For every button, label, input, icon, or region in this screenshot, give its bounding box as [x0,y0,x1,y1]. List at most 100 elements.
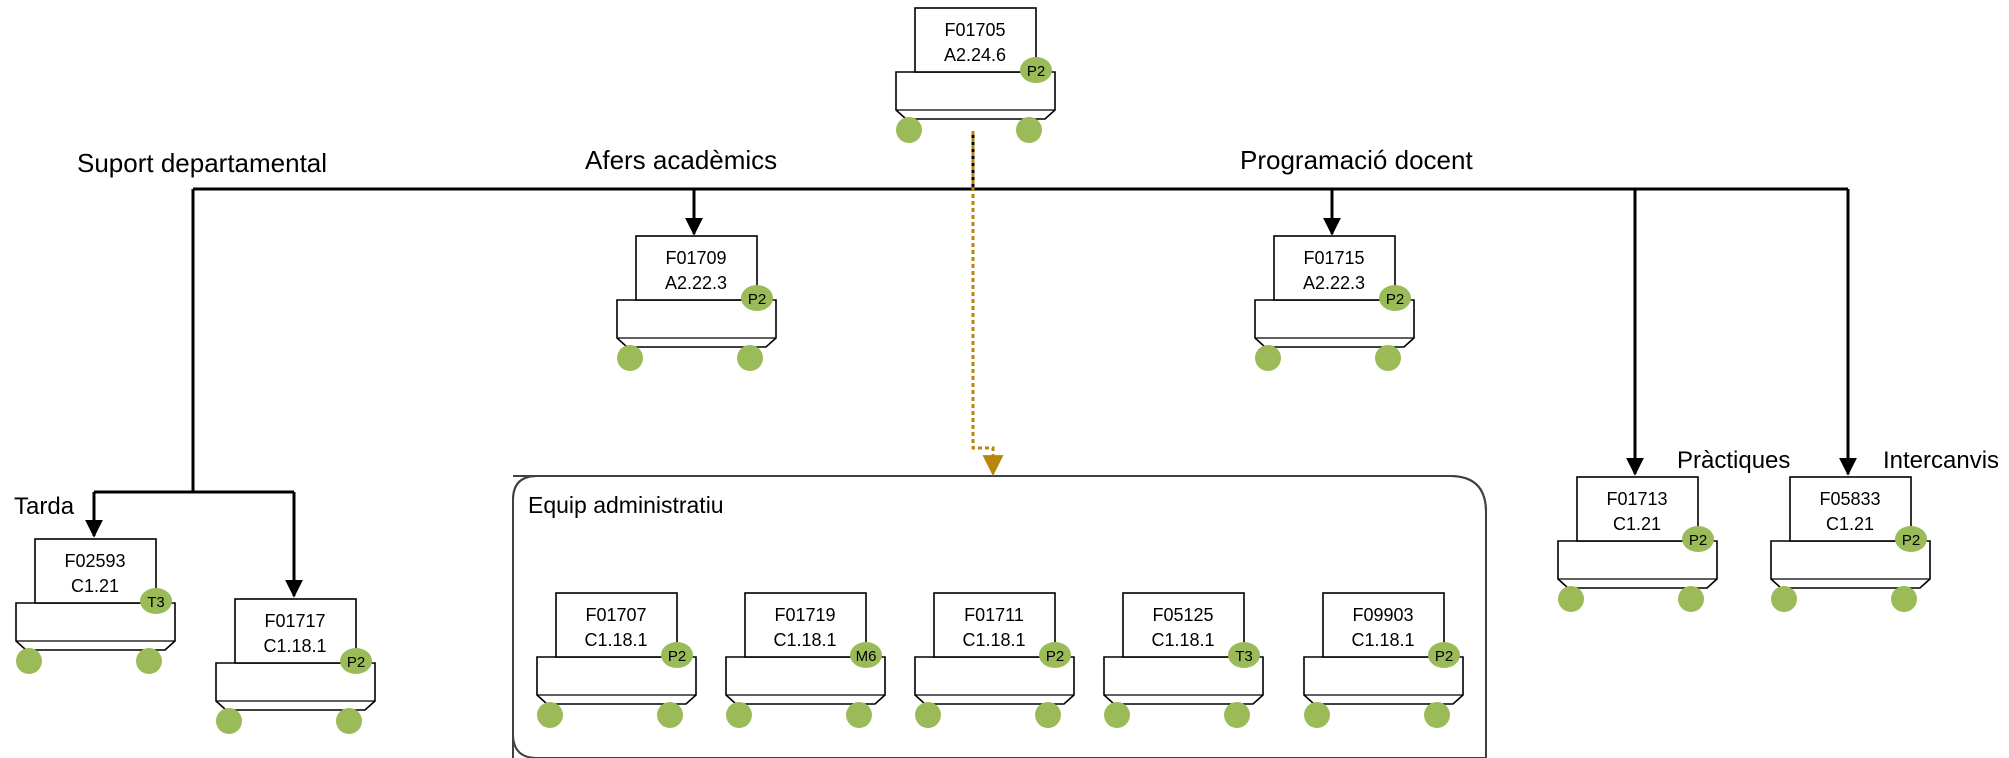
category-label-tarda: Tarda [14,493,75,520]
node-wheel-right [1678,586,1704,612]
node-monitor-box [744,592,867,658]
node-badge [1895,526,1927,552]
node-wheel-right [1035,702,1061,728]
node-wheel-right [846,702,872,728]
node-badge [850,642,882,668]
node-monitor-box [914,7,1037,73]
node-badge-label: M6 [856,648,877,665]
node-wheel-left [16,648,42,674]
node-badge [1039,642,1071,668]
category-label-intercanvis: Intercanvis [1883,447,2000,474]
node-level-label: C1.18.1 [1351,630,1414,650]
node-badge [741,285,773,311]
category-label-practiques: Pràctiques [1677,447,1791,474]
node-monitor-box [1576,476,1699,542]
node-monitor-box [933,592,1056,658]
node-level-label: C1.18.1 [1151,630,1214,650]
node-level-label: C1.21 [1613,514,1661,534]
node-wheel-left [915,702,941,728]
node-code-label: F02593 [64,551,125,571]
node-badge [1379,285,1411,311]
node-code-label: F01707 [585,605,646,625]
node-badge-label: P2 [1027,63,1045,80]
node-wheel-right [657,702,683,728]
node-level-label: C1.18.1 [773,630,836,650]
node-wheel-left [1104,702,1130,728]
node-badge [1020,57,1052,83]
node-code-label: F01705 [944,20,1005,40]
node-badge-label: P2 [1386,291,1404,308]
node-badge [1682,526,1714,552]
node-badge-label: P2 [748,291,766,308]
node-wheel-right [136,648,162,674]
node-monitor-box [34,538,157,604]
node-monitor-box [1789,476,1912,542]
node-wheel-right [737,345,763,371]
node-badge [661,642,693,668]
category-label-afers-academics: Afers acadèmics [585,145,778,175]
node-code-label: F01713 [1606,489,1667,509]
node-wheel-left [537,702,563,728]
node-badge [1428,642,1460,668]
node-wheel-right [1224,702,1250,728]
node-wheel-left [726,702,752,728]
node-code-label: F05833 [1819,489,1880,509]
node-badge-label: T3 [147,594,165,611]
node-badge-label: P2 [668,648,686,665]
dotted-link-line [971,131,1004,477]
node-monitor-box [635,235,758,301]
node-level-label: A2.24.6 [944,45,1006,65]
node-wheel-left [896,117,922,143]
node-monitor-box [1322,592,1445,658]
node-level-label: C1.21 [1826,514,1874,534]
node-wheel-left [617,345,643,371]
node-monitor-box [234,598,357,664]
node-wheel-right [1891,586,1917,612]
node-badge-label: P2 [1902,532,1920,549]
node-badge [340,648,372,674]
node-wheel-left [216,708,242,734]
node-level-label: A2.22.3 [665,273,727,293]
group-frame-outline [512,475,1487,758]
group-title-equip-administratiu: Equip administratiu [528,492,724,518]
node-wheel-right [336,708,362,734]
node-badge-label: P2 [1689,532,1707,549]
node-level-label: C1.21 [71,576,119,596]
node-wheel-left [1558,586,1584,612]
node-badge-label: P2 [347,654,365,671]
nodes-layer: F01705A2.24.6P2F01709A2.22.3P2F01715A2.2… [15,7,1931,734]
node-code-label: F05125 [1152,605,1213,625]
category-label-suport-departamental: Suport departamental [77,148,328,178]
node-badge-label: T3 [1235,648,1253,665]
node-wheel-left [1255,345,1281,371]
node-badge-label: P2 [1435,648,1453,665]
node-badge [140,588,172,614]
node-wheel-right [1375,345,1401,371]
node-wheel-left [1771,586,1797,612]
node-badge [1228,642,1260,668]
node-code-label: F09903 [1352,605,1413,625]
node-wheel-left [1304,702,1330,728]
node-wheel-right [1424,702,1450,728]
node-level-label: C1.18.1 [584,630,647,650]
node-code-label: F01717 [264,611,325,631]
connector-lines [85,131,1857,598]
node-wheel-right [1016,117,1042,143]
node-level-label: C1.18.1 [263,636,326,656]
node-code-label: F01719 [774,605,835,625]
node-monitor-box [1273,235,1396,301]
node-code-label: F01715 [1303,248,1364,268]
